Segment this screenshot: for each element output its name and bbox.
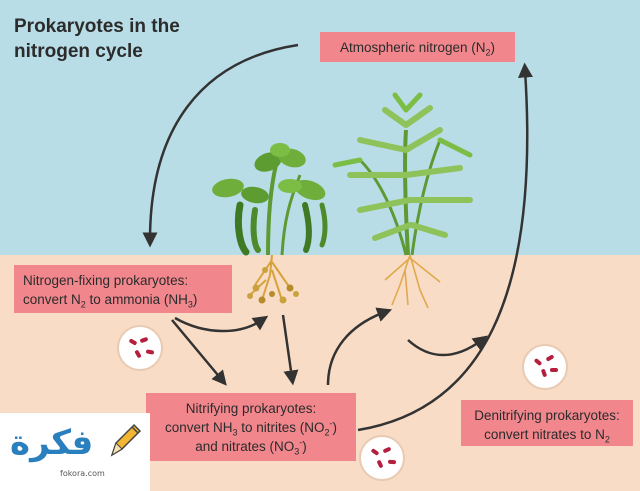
grass-plant [332,92,473,309]
arrow-nitrifying-to-plant [326,307,393,386]
bacteria-cluster-right [522,344,568,390]
arrow-to-atmosphere [357,62,533,432]
nitrifying-box: Nitrifying prokaryotes: convert NH3 to n… [146,393,356,461]
fixing-line1: Nitrogen-fixing prokaryotes: [23,273,189,288]
denitrifying-line1: Denitrifying prokaryotes: [474,408,620,423]
nitrifying-line1: Nitrifying prokaryotes: [185,401,317,416]
site-logo: فكرة fokora.com [0,413,150,491]
arrow-atmosphere-to-fixing [142,43,299,248]
logo-text: فكرة [10,423,94,463]
atmospheric-nitrogen-box: Atmospheric nitrogen (N2) [320,32,515,62]
nitrifying-line2: convert NH3 to nitrites (NO2-) [164,418,338,438]
fixing-line2: convert N2 to ammonia (NH3) [23,292,198,310]
arrow-plant-to-nitrifying [281,314,299,386]
arrow-plant-to-denitrifying [407,335,489,357]
legume-plant [212,143,328,304]
bacteria-cluster-left [117,325,163,371]
nitrifying-line3: and nitrates (NO3-) [195,437,307,457]
logo-subtext: fokora.com [60,469,105,478]
atmospheric-sub: 2 [485,47,491,58]
nitrogen-fixing-box: Nitrogen-fixing prokaryotes: convert N2 … [14,265,232,313]
arrow-fixing-to-plant [174,315,269,333]
atmospheric-tail: ) [490,40,496,55]
arrow-fixing-to-nitrifying [171,319,227,386]
denitrifying-box: Denitrifying prokaryotes: convert nitrat… [461,400,633,446]
bacteria-cluster-bottom [359,435,405,481]
atmospheric-text: Atmospheric nitrogen (N [339,40,486,55]
diagram-title: Prokaryotes in the nitrogen cycle [14,16,180,62]
pencil-icon [110,423,142,457]
denitrifying-line2: convert nitrates to N2 [484,427,610,445]
cycle-arrows [142,43,533,432]
